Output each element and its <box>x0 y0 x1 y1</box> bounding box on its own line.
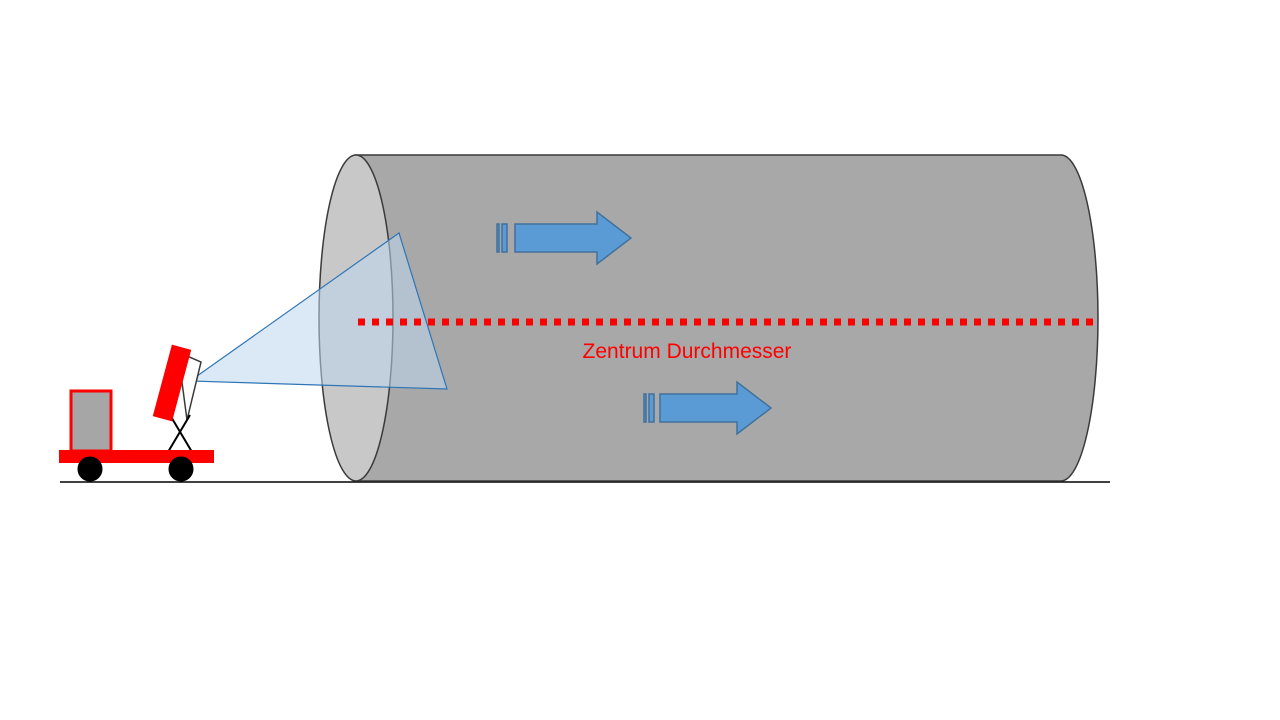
right-arrow-icon <box>514 210 633 266</box>
arrow-stripe-icon <box>643 393 647 423</box>
airflow-arrow-top <box>496 210 633 266</box>
measurement-beam <box>188 232 448 390</box>
cart-wheel-left <box>77 456 103 482</box>
cart-wheel-right <box>168 456 194 482</box>
arrow-stripe-icon <box>501 223 508 253</box>
arrow-stripe-icon <box>496 223 500 253</box>
cart-box <box>69 389 113 453</box>
device-panel <box>152 344 192 422</box>
device-legs <box>167 414 193 453</box>
measurement-cart <box>59 344 214 482</box>
arrow-stripe-icon <box>648 393 655 423</box>
right-arrow-icon <box>659 380 773 436</box>
airflow-arrow-bottom <box>643 380 773 436</box>
cylinder-body <box>355 154 1099 482</box>
center-diameter-label: Zentrum Durchmesser <box>583 340 792 363</box>
